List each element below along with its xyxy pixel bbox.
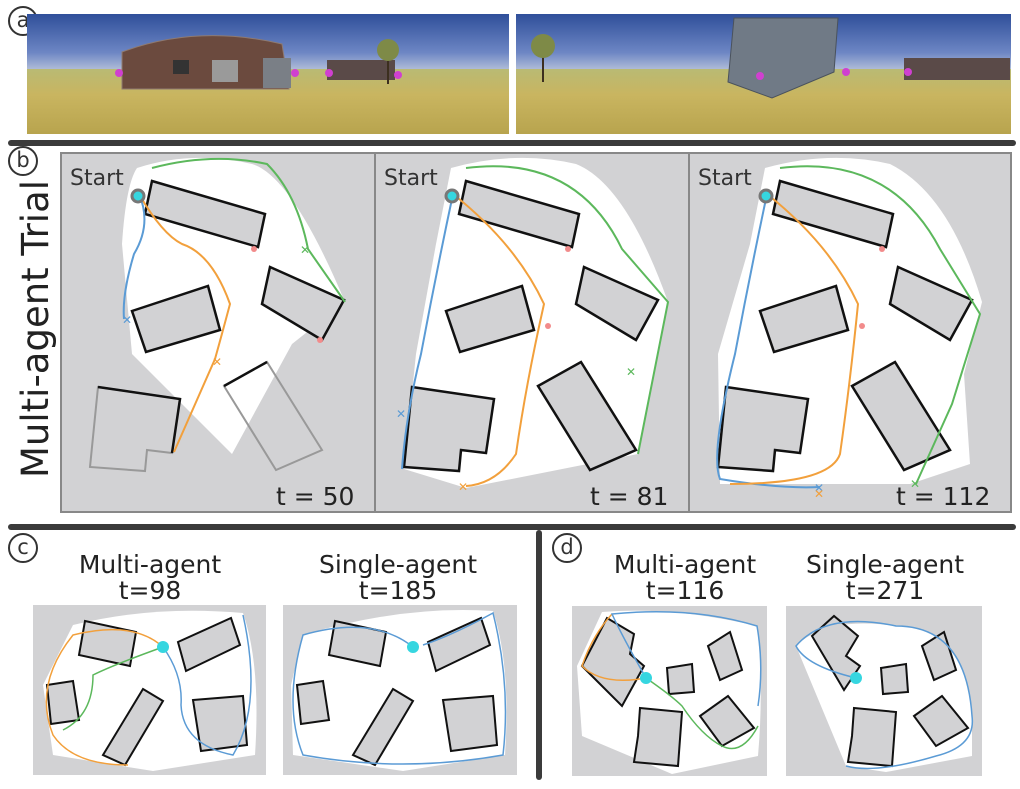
svg-text:✕: ✕ — [122, 313, 132, 327]
separator-top — [8, 140, 1016, 146]
panel-label-b: b — [8, 146, 38, 176]
trial-frame-t81: ✕ ✕ ✕ Start t = 81 — [374, 152, 690, 513]
start-label: Start — [384, 166, 438, 191]
panel-d-multi-agent-map — [572, 606, 767, 776]
trial-frame-t112: ✕ ✕ ✕ Start t = 112 — [688, 152, 1012, 513]
svg-text:✕: ✕ — [910, 477, 920, 491]
svg-text:✕: ✕ — [814, 487, 824, 501]
svg-text:✕: ✕ — [212, 355, 222, 369]
panel-label-c: c — [8, 533, 38, 563]
panel-c-multi-agent-map — [33, 605, 266, 775]
svg-text:✕: ✕ — [458, 480, 468, 494]
svg-text:✕: ✕ — [814, 481, 824, 495]
separator-vertical — [536, 530, 542, 780]
time-label-t50: t = 50 — [276, 482, 355, 511]
separator-middle — [8, 524, 1016, 530]
trial-frame-t50: ✕ ✕ ✕ Start t = 50 — [60, 152, 376, 513]
time-label-t81: t = 81 — [590, 482, 669, 511]
svg-text:✕: ✕ — [626, 365, 636, 379]
panel-c-single-agent-map — [283, 605, 517, 775]
svg-text:✕: ✕ — [396, 407, 406, 421]
panorama-left — [27, 14, 509, 134]
panel-d-single-agent-map — [786, 606, 982, 776]
start-label: Start — [70, 166, 124, 191]
panel-label-d: d — [552, 533, 582, 563]
multi-agent-trial-label: Multi-agent Trial — [14, 179, 57, 478]
start-label: Start — [698, 166, 752, 191]
time-label-t112: t = 112 — [896, 482, 991, 511]
svg-text:✕: ✕ — [300, 243, 310, 257]
panorama-right — [516, 14, 1011, 134]
